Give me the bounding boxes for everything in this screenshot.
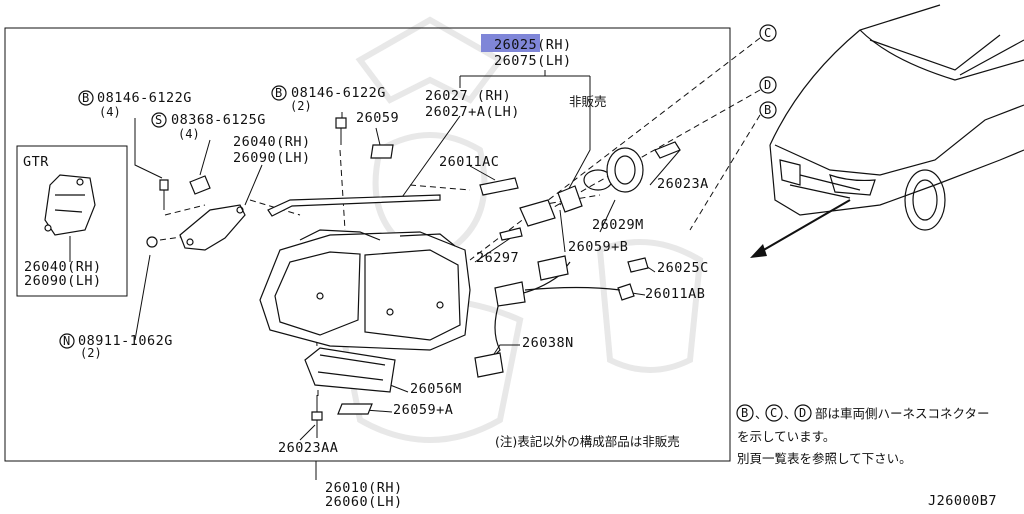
cover-26056m[interactable] (304, 347, 396, 415)
connector-d-letter: D (764, 78, 771, 92)
gtr-title: GTR (23, 154, 49, 170)
circle-s-letter: S (155, 113, 162, 127)
fasteners (146, 117, 347, 438)
connector-c-icon (759, 24, 777, 42)
circle-n-letter: N (63, 334, 70, 348)
note-c-icon (765, 404, 783, 422)
label-bracket-lh[interactable]: 26090(LH) (233, 150, 311, 166)
label-26023aa[interactable]: 26023AA (278, 440, 338, 456)
gtr-label-rh: 26040(RH) (24, 259, 102, 275)
label-26059[interactable]: 26059 (356, 110, 399, 126)
car-illustration (769, 4, 1024, 231)
circle-b-top-letter: B (275, 86, 282, 100)
note-c-letter: C (770, 406, 777, 420)
bulb-parts[interactable] (479, 141, 681, 301)
note-d-icon (794, 404, 812, 422)
label-26025[interactable]: 26025(RH) (494, 37, 572, 53)
label-bolt-left-qty: (4) (99, 105, 121, 119)
label-26023a[interactable]: 26023A (657, 176, 709, 192)
note-d-letter: D (799, 406, 806, 420)
label-26011ac[interactable]: 26011AC (439, 154, 499, 170)
label-26027[interactable]: 26027 (RH) (425, 88, 511, 104)
dash-line-b (689, 114, 761, 231)
circle-b-left-icon (78, 90, 94, 106)
note-line-2: を示しています。 (737, 429, 835, 444)
leader-26025 (459, 70, 591, 95)
label-nut-qty: (2) (80, 346, 102, 360)
label-bolt-left[interactable]: 08146-6122G (97, 90, 192, 106)
label-26027a[interactable]: 26027+A(LH) (425, 104, 520, 120)
diagram-frame (4, 27, 731, 462)
label-26297[interactable]: 26297 (476, 250, 519, 266)
bracket-part[interactable] (179, 204, 246, 251)
label-bolt-top-qty: (2) (290, 99, 312, 113)
label-main-rh[interactable]: 26010(RH) (325, 480, 403, 496)
connector-c-letter: C (764, 26, 771, 40)
note-sep-1: 、 (755, 406, 768, 421)
note-line-3: 別頁一覧表を参照して下さい。 (737, 451, 912, 466)
circle-n-icon (59, 333, 75, 349)
connector-d-icon (759, 76, 777, 94)
dash-line-bracket (249, 199, 301, 216)
label-26059b[interactable]: 26059+B (568, 239, 628, 255)
label-main-lh[interactable]: 26060(LH) (325, 494, 403, 510)
note-b-icon (736, 404, 754, 422)
pointer-arrow (754, 199, 851, 256)
circle-s-icon (151, 112, 167, 128)
harness-26038n[interactable] (474, 255, 621, 378)
label-not-sold: 非販売 (569, 94, 607, 109)
label-26075[interactable]: 26075(LH) (494, 53, 572, 69)
circle-b-left-letter: B (82, 91, 89, 105)
pointer-arrowhead (750, 244, 767, 258)
label-bolt-top[interactable]: 08146-6122G (291, 85, 386, 101)
sticker-26059[interactable] (370, 144, 394, 159)
label-nut[interactable]: 08911-1062G (78, 333, 173, 349)
drawing-code: J26000B7 (928, 493, 997, 509)
note-b-letter: B (741, 406, 748, 420)
label-26029m[interactable]: 26029M (592, 217, 644, 233)
connector-note: B 、 C 、 D 部は車両側ハーネスコネクター を示しています。 別頁一覧表を… (736, 404, 990, 466)
label-26038n[interactable]: 26038N (522, 335, 574, 351)
note-line-1: 部は車両側ハーネスコネクター (815, 406, 990, 421)
label-bracket-rh[interactable]: 26040(RH) (233, 134, 311, 150)
dash-line-bolts (159, 149, 346, 241)
connector-b-icon (759, 101, 777, 119)
label-26011ab[interactable]: 26011AB (645, 286, 705, 302)
circle-b-top-icon (271, 85, 287, 101)
headlamp-assembly[interactable] (259, 229, 471, 351)
label-26056m[interactable]: 26056M (410, 381, 462, 397)
connector-b-letter: B (764, 103, 771, 117)
label-26059a[interactable]: 26059+A (393, 402, 453, 418)
highlight-box (481, 34, 540, 52)
note-sep-2: 、 (784, 406, 797, 421)
gtr-label-lh: 26090(LH) (24, 273, 102, 289)
dash-line-c (469, 37, 761, 261)
adjuster-rod[interactable] (267, 194, 441, 217)
footnote-not-sold: (注)表記以外の構成部品は非販売 (495, 434, 680, 449)
gtr-inset: GTR 26040(RH) 26090(LH) (16, 145, 128, 297)
label-screw[interactable]: 08368-6125G (171, 112, 266, 128)
label-screw-qty: (4) (178, 127, 200, 141)
label-26025c[interactable]: 26025C (657, 260, 709, 276)
